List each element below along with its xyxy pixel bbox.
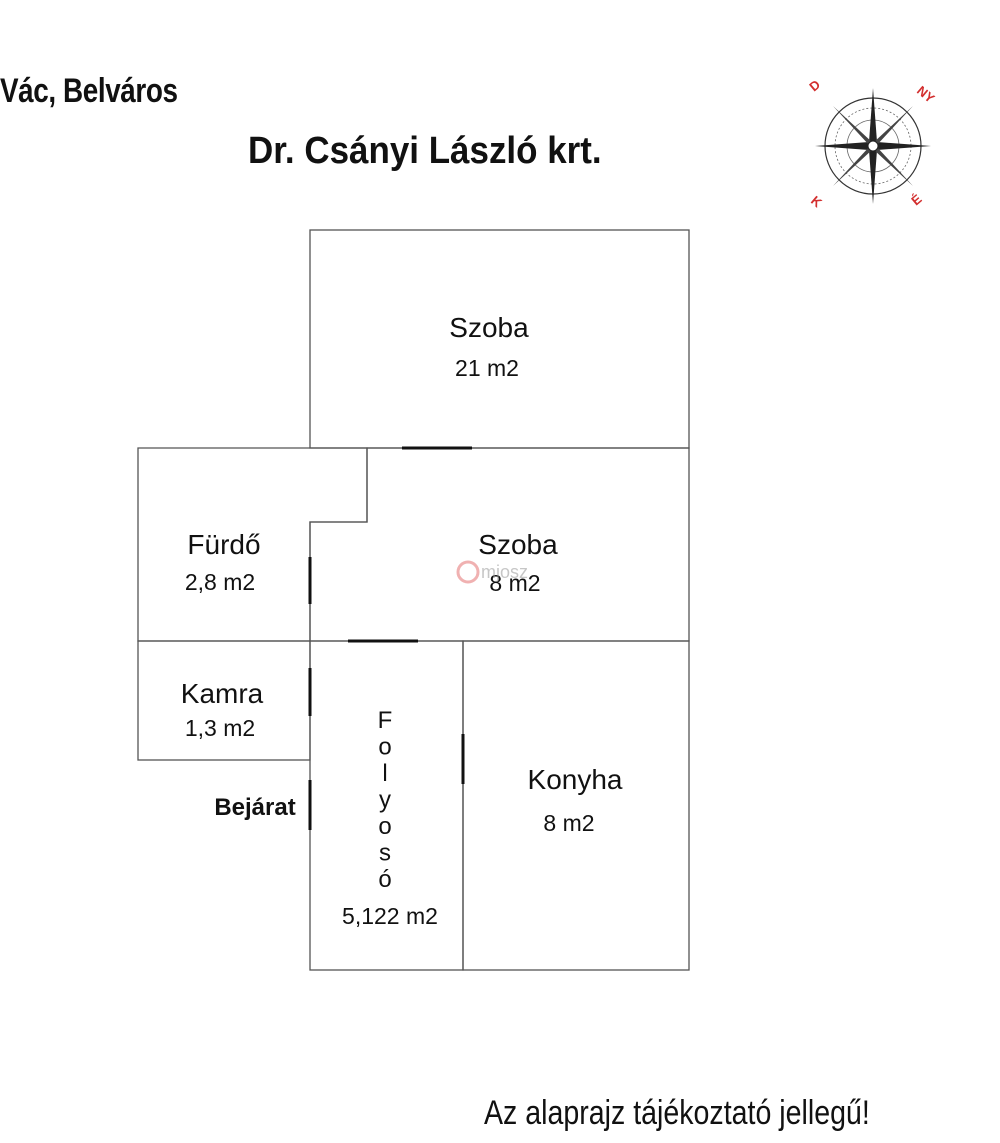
konyha-area: 8 m2 — [543, 810, 594, 836]
kamra-label: Kamra — [181, 678, 264, 709]
furdo-label: Fürdő — [187, 529, 260, 560]
compass-rose-icon: D NY K É — [806, 77, 938, 211]
watermark-text: mjosz — [481, 562, 528, 582]
location-title: Vác, Belváros — [0, 72, 178, 110]
folyoso-letter: o — [378, 734, 391, 761]
folyoso-letter: s — [379, 840, 391, 867]
disclaimer: Az alaprajz tájékoztató jellegű! — [484, 1094, 870, 1132]
szoba-small-area: 8 m2 — [489, 570, 540, 596]
folyoso-letter: l — [382, 760, 387, 787]
folyoso-letter: y — [379, 787, 391, 814]
room-konyha — [462, 640, 690, 971]
konyha-label: Konyha — [528, 764, 623, 795]
folyoso-area: 5,122 m2 — [342, 903, 438, 929]
folyoso-letter: ó — [378, 866, 391, 893]
street-title: Dr. Csányi László krt. — [248, 130, 602, 172]
furdo-area: 2,8 m2 — [185, 569, 255, 595]
szoba-large-area: 21 m2 — [455, 355, 519, 381]
szoba-large-label: Szoba — [449, 312, 529, 343]
szoba-small-label: Szoba — [478, 529, 558, 560]
watermark: mjosz — [456, 560, 528, 584]
folyoso-letter: o — [378, 813, 391, 840]
kamra-area: 1,3 m2 — [185, 715, 255, 741]
folyoso-letter: F — [378, 707, 393, 734]
entrance-label: Bejárat — [214, 794, 295, 821]
